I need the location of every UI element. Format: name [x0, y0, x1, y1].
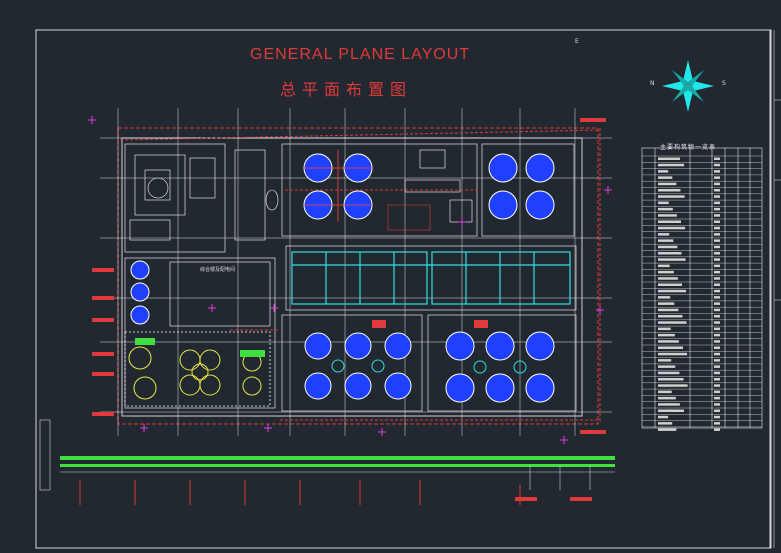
drawing-title-en: GENERAL PLANE LAYOUT [250, 46, 471, 63]
compass-south-label: S [722, 80, 726, 87]
clarifier-group-top-right [488, 153, 555, 220]
compass-north-label: N [650, 80, 655, 87]
table-row-lines [642, 155, 762, 428]
building-note: 综合楼及配电间 [200, 267, 236, 273]
admin-building [129, 149, 279, 241]
title-block [773, 30, 781, 548]
bottom-pipeline-band [60, 456, 615, 505]
pipelines [119, 128, 601, 422]
clarifier-group-bottom-left [304, 332, 412, 400]
legend-title: 主要构筑物一览表 [660, 144, 717, 151]
clarifier-group-top-left [303, 150, 373, 222]
sludge-thickener-area [124, 331, 271, 407]
clarifier-group-bottom-right [445, 331, 555, 403]
zone-outlines [124, 143, 577, 412]
tank-tags [372, 320, 488, 328]
survey-markers [88, 116, 612, 444]
drawing-title-cn: 总平面布置图 [280, 80, 413, 99]
filter-beds [291, 251, 571, 305]
outer-frame [35, 29, 772, 549]
table-cell-marks [658, 157, 720, 431]
north-arrow-icon [662, 60, 714, 112]
left-coordinate-tags [92, 118, 606, 434]
structure-schedule-table [641, 147, 763, 429]
sludge-tanks [128, 260, 265, 400]
binding-strip [39, 419, 51, 491]
corner-mark: E [575, 38, 579, 45]
